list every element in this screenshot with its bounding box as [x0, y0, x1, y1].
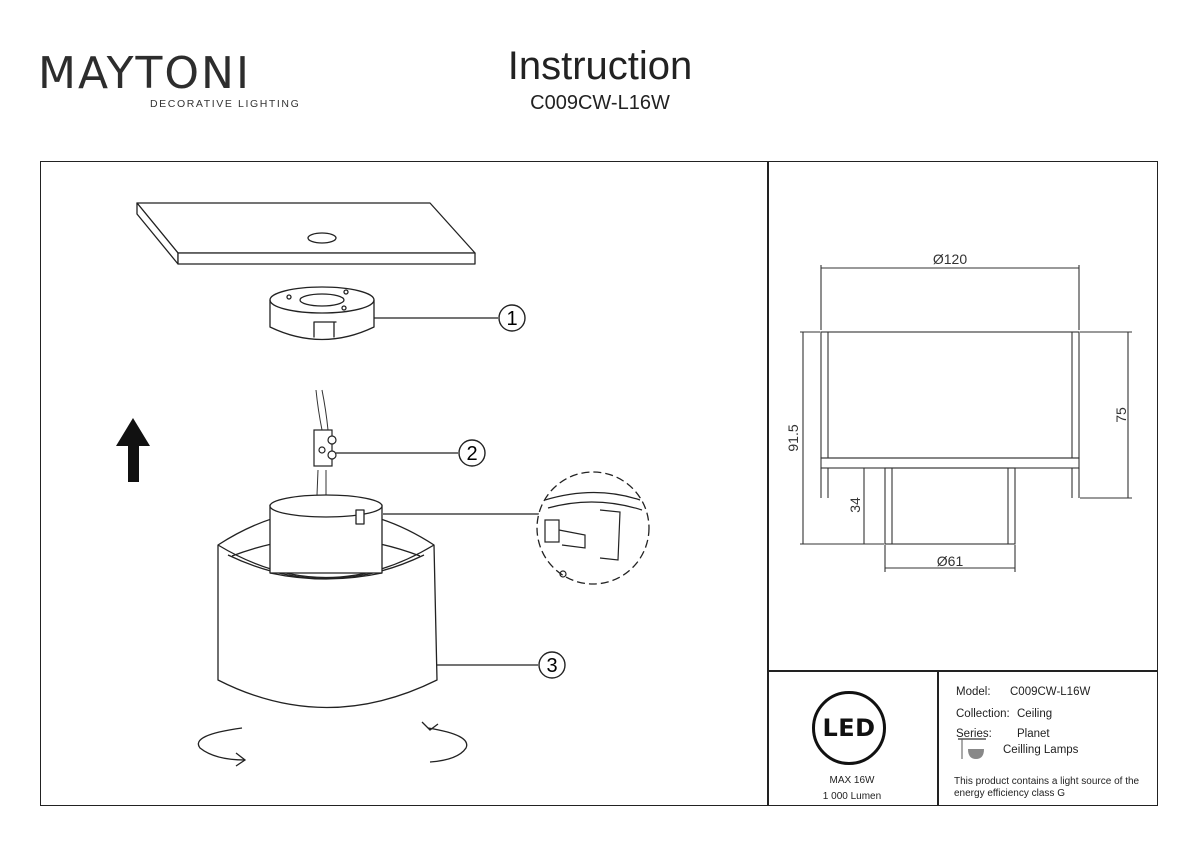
dim-outer-diameter: Ø120 [933, 251, 967, 267]
brand-name: MAYTONI [38, 48, 251, 99]
document-frame [40, 161, 1158, 806]
series-label: Series: [956, 728, 992, 740]
max-power: MAX 16W [829, 775, 875, 786]
callout-1-label: 1 [506, 308, 517, 330]
led-badge-label: LED [822, 714, 876, 742]
dim-inner-diameter: Ø61 [937, 553, 964, 569]
rotate-left-arrow-icon [197, 727, 247, 767]
model-value: C009CW-L16W [1010, 686, 1091, 698]
category: Ceilling Lamps [1003, 744, 1079, 756]
led-badge-icon: LED [812, 691, 886, 765]
callout-3-label: 3 [546, 655, 557, 677]
dim-shade-height: 75 [1113, 407, 1129, 423]
energy-line-1: This product contains a light source of … [954, 776, 1140, 787]
collection-value: Ceiling [1017, 708, 1053, 720]
vertical-divider [767, 161, 769, 806]
footer-divider [937, 670, 939, 806]
page-title: Instruction [507, 44, 693, 88]
series-value: Planet [1017, 728, 1050, 740]
callout-2-label: 2 [466, 443, 477, 465]
callout-1-circle [498, 304, 526, 332]
rotate-right-arrow-icon [421, 721, 468, 763]
brand-logo: MAYTONI DECORATIVE LIGHTING [38, 48, 299, 118]
page-subtitle-model: C009CW-L16W [530, 92, 670, 114]
callout-2-circle [458, 439, 486, 467]
dim-total-height: 91.5 [785, 424, 801, 451]
brand-tagline: DECORATIVE LIGHTING [150, 98, 301, 110]
model-label: Model: [956, 686, 991, 698]
lumen: 1 000 Lumen [822, 791, 882, 802]
up-arrow-icon [116, 418, 150, 482]
energy-line-2: energy efficiency class G [954, 788, 1065, 799]
callout-3-circle [538, 651, 566, 679]
ceiling-lamp-icon [958, 738, 986, 759]
collection-label: Collection: [956, 708, 1010, 720]
dim-base-height: 34 [847, 497, 863, 513]
horizontal-divider [767, 670, 1158, 672]
